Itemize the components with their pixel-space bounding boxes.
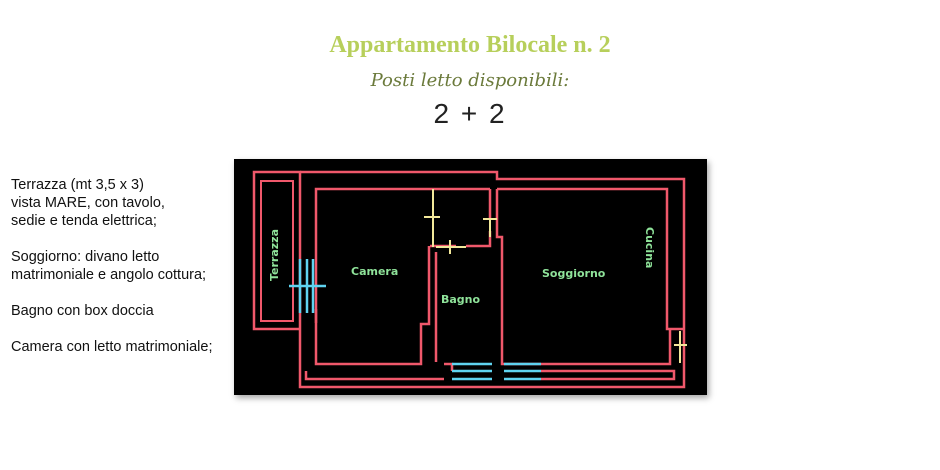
room-label-bedroom: Camera (351, 265, 398, 278)
room-label-terrace: Terrazza (268, 229, 281, 281)
room-label-kitchen: Cucina (643, 227, 656, 268)
room-label-bathroom: Bagno (441, 293, 481, 306)
bedroom-description: Camera con letto matrimoniale; (11, 339, 213, 355)
apartment-description: Terrazza (mt 3,5 x 3) vista MARE, con ta… (11, 176, 236, 374)
room-label-living: Soggiorno (542, 267, 606, 280)
living-description: Soggiorno: divano letto matrimoniale e a… (11, 249, 207, 283)
terrace-description: Terrazza (mt 3,5 x 3) vista MARE, con ta… (11, 177, 165, 229)
page-title: Appartamento Bilocale n. 2 (329, 32, 611, 58)
floor-plan-drawing: Terrazza Camera Bagno Soggiorno Cucina (252, 170, 687, 389)
beds-count: 2 + 2 (433, 98, 507, 129)
bathroom-description: Bagno con box doccia (11, 303, 154, 319)
beds-subtitle: Posti letto disponibili: (370, 70, 570, 91)
floor-plan: Terrazza Camera Bagno Soggiorno Cucina (234, 159, 707, 395)
